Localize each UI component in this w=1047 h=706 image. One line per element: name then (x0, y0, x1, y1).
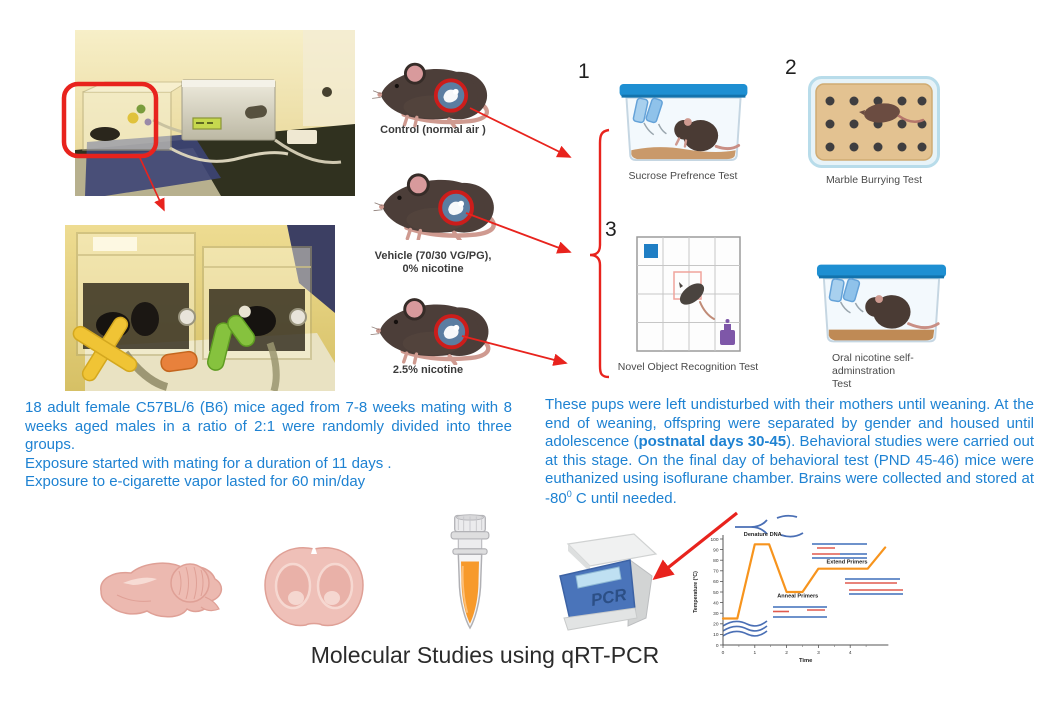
sucrose-test-label: Sucrose Prefrence Test (628, 170, 738, 182)
svg-text:0: 0 (716, 643, 719, 649)
svg-text:40: 40 (713, 600, 719, 606)
svg-text:4: 4 (849, 650, 852, 656)
water-bottles (632, 97, 667, 136)
svg-text:10: 10 (713, 632, 719, 638)
svg-text:70: 70 (713, 569, 719, 575)
svg-text:60: 60 (713, 579, 719, 585)
svg-text:20: 20 (713, 622, 719, 628)
test-number-2: 2 (785, 56, 797, 79)
mouse-in-cage (859, 103, 925, 124)
vape-exposure-setup-photo (75, 30, 355, 196)
cage-lid (816, 264, 947, 278)
exposure-chambers-photo (65, 225, 335, 391)
acrylic-chamber (82, 81, 189, 151)
extend-primers-top-icon (812, 543, 867, 559)
test-number-3: 3 (605, 218, 617, 241)
extend-primers-right-icon (845, 578, 903, 595)
novel-object (720, 319, 735, 345)
cage-lid (619, 83, 748, 97)
control-group-label: Control (normal air ) (380, 124, 486, 136)
weaning-text-superscript: 0 (566, 488, 572, 499)
sample-tube-illustration (450, 514, 490, 630)
vehicle-group-label-line2: 0% nicotine (402, 262, 464, 275)
denatured-dna-icon (735, 514, 804, 538)
oral-nicotine-test-illustration (816, 264, 947, 343)
oral-nicotine-test-label-line2: Test (832, 378, 852, 391)
svg-text:Denature DNA: Denature DNA (744, 532, 782, 538)
weaning-text-bold: postnatal days 30-45 (638, 433, 787, 451)
svg-text:3: 3 (817, 650, 820, 656)
test-number-1: 1 (578, 60, 590, 83)
exposure-description-text: 18 adult female C57BL/6 (B6) mice aged f… (25, 399, 512, 492)
orange-connector (160, 350, 198, 373)
vehicle-mouse-illustration (368, 158, 503, 240)
tests-bracket (589, 128, 610, 379)
novel-object-test-label: Novel Object Recognition Test (617, 361, 759, 373)
svg-text:30: 30 (713, 611, 719, 617)
svg-text:2: 2 (785, 650, 788, 656)
control-mouse-illustration (365, 48, 500, 128)
exposure-paragraph-3: Exposure to e-cigarette vapor lasted for… (25, 473, 366, 491)
machine-screen (575, 566, 622, 589)
exposure-paragraph-2: Exposure started with mating for a durat… (25, 454, 392, 472)
oral-nicotine-test-label-line1: Oral nicotine self-adminstration (832, 352, 914, 378)
svg-text:Time: Time (799, 658, 813, 664)
marble-test-label: Marble Burrying Test (825, 174, 923, 186)
sipper-bottles (828, 278, 864, 314)
vapor-machine (181, 79, 276, 141)
chamber-right (202, 246, 312, 360)
svg-text:Extend Primers: Extend Primers (826, 559, 867, 565)
green-elbow-valve (206, 305, 256, 371)
familiar-object (644, 244, 658, 258)
pcr-thermal-cycle-chart: 0 10 20 30 40 50 60 70 80 90 100 0 1 2 3 4 Denature DNA A… (693, 514, 903, 664)
svg-text:90: 90 (713, 547, 719, 553)
mouse-in-arena (679, 282, 715, 320)
dna-helix-icon (722, 620, 768, 637)
mouse-in-cage (865, 295, 940, 330)
weaning-text-part1: These pups were left undisturbed with th… (545, 396, 1034, 451)
svg-text:Temperature (°C): Temperature (°C) (693, 571, 699, 613)
nicotine-mouse-illustration (365, 283, 500, 365)
sagittal-brain-illustration (100, 562, 223, 618)
anneal-primers-icon (773, 606, 827, 618)
vehicle-group-label: Vehicle (70/30 VG/PG), 0% nicotine (368, 250, 498, 275)
svg-text:100: 100 (710, 537, 718, 543)
mouse-in-cage (674, 118, 741, 152)
svg-text:Anneal Primers: Anneal Primers (777, 593, 818, 599)
weaning-text-part3: C until needed. (571, 489, 677, 507)
marbles (825, 96, 927, 152)
weaning-description-text: These pups were left undisturbed with th… (545, 396, 1034, 509)
cerebellum (170, 563, 210, 603)
coronal-brain-illustration (264, 544, 364, 627)
svg-text:0: 0 (722, 650, 725, 656)
yellow-cross-valve (72, 316, 138, 382)
vehicle-group-label-line1: Vehicle (70/30 VG/PG), (374, 250, 492, 262)
oral-nicotine-test-label: Oral nicotine self-adminstration Test (832, 352, 972, 391)
svg-text:80: 80 (713, 558, 719, 564)
weaning-text-part2: ). Behavioral studies were carried out a… (545, 433, 1034, 507)
novel-object-test-illustration (636, 236, 741, 352)
marble-test-illustration (808, 76, 940, 168)
pcr-machine-illustration: PCR (559, 533, 658, 631)
exposure-paragraph-1: 18 adult female C57BL/6 (B6) mice aged f… (25, 399, 512, 454)
sucrose-test-illustration (619, 83, 748, 162)
svg-text:50: 50 (713, 590, 719, 596)
svg-text:1: 1 (753, 650, 756, 656)
molecular-studies-title: Molecular Studies using qRT-PCR (310, 642, 660, 668)
nicotine-group-label: 2.5% nicotine (392, 364, 464, 376)
